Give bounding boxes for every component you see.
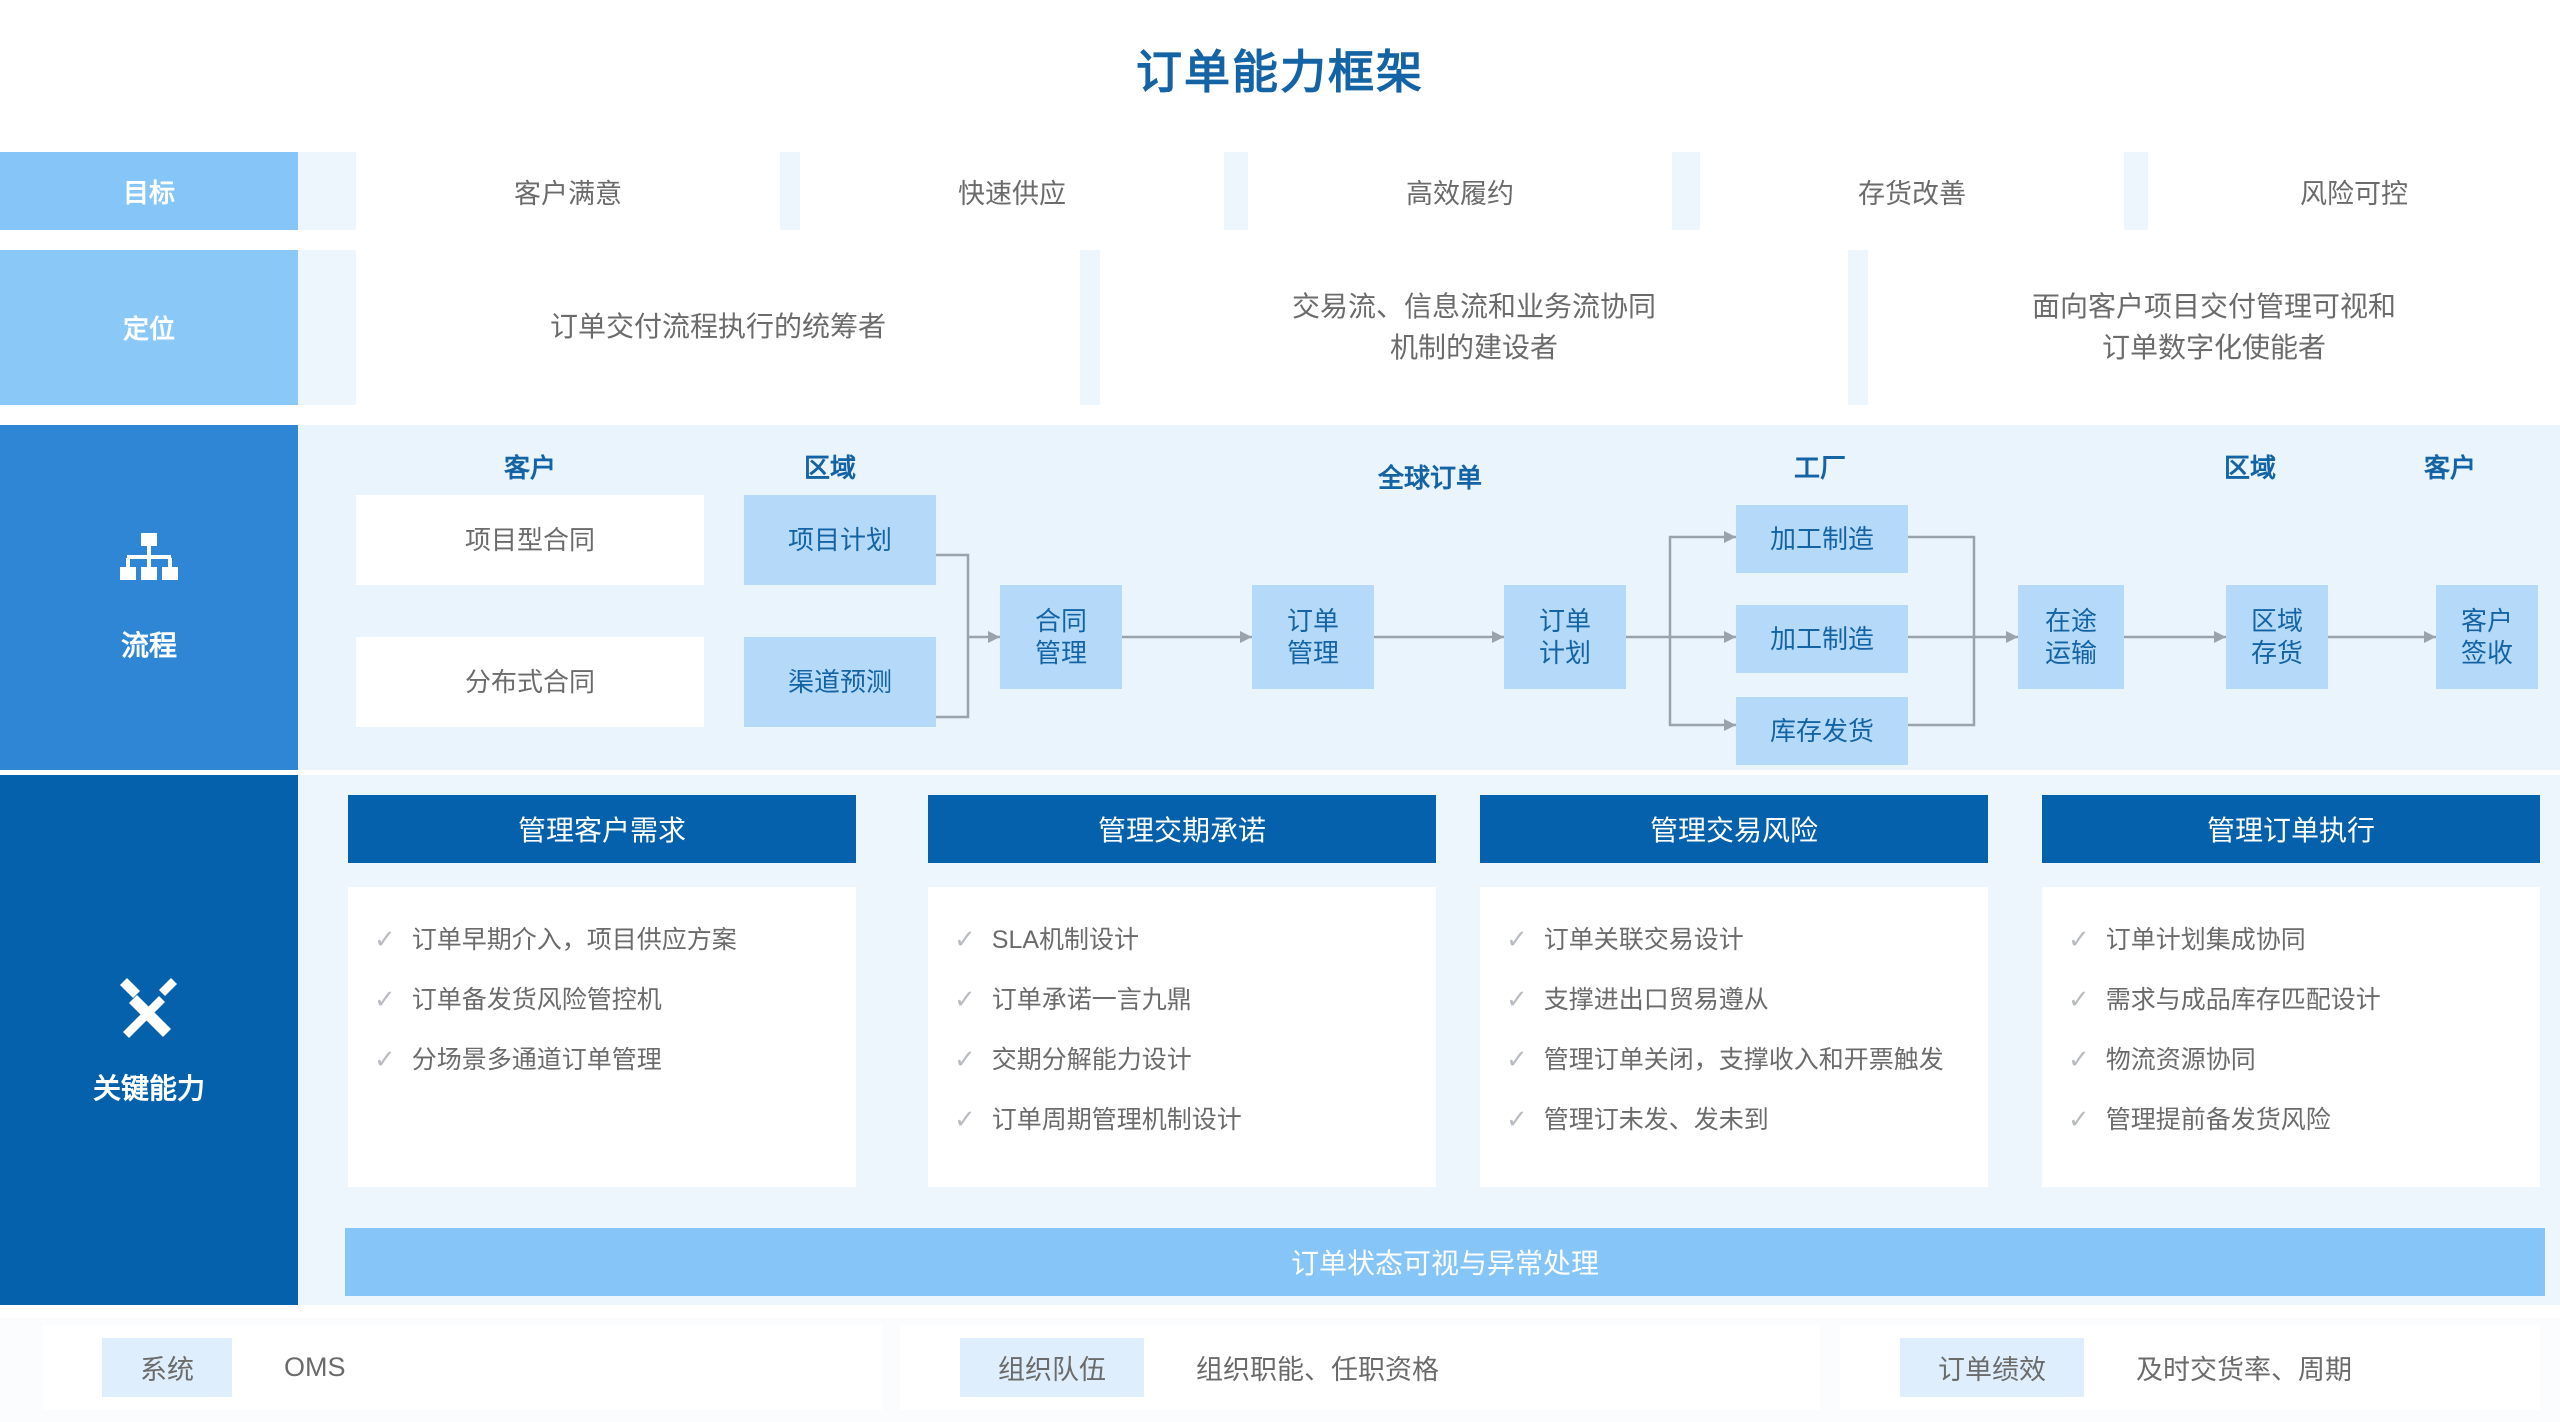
row-label-goals: 目标: [0, 152, 298, 230]
process-node-project-plan[interactable]: 项目计划: [744, 495, 936, 585]
capability-item: ✓订单早期介入，项目供应方案: [374, 924, 737, 954]
lane-head-customer-right: 客户: [2423, 453, 2476, 483]
goal-card-2[interactable]: 快速供应: [800, 152, 1224, 230]
process-node-region-stock[interactable]: 区域存货: [2226, 585, 2328, 689]
goal-label-4: 存货改善: [1858, 178, 1966, 209]
process-node-contract-management[interactable]: 合同管理: [1000, 585, 1122, 689]
lane-head-global-order: 全球订单: [1377, 463, 1482, 493]
check-icon: ✓: [2068, 1104, 2090, 1134]
footer-tag-organization: 组织队伍: [960, 1338, 1144, 1397]
row-label-process-text: 流程: [120, 630, 177, 661]
lane-head-region-left: 区域: [803, 453, 856, 483]
capability-column-2: 管理交期承诺 ✓SLA机制设计 ✓订单承诺一言九鼎 ✓交期分解能力设计 ✓订单周…: [928, 795, 1436, 1187]
goal-label-5: 风险可控: [2300, 178, 2408, 209]
capability-item: ✓交期分解能力设计: [954, 1044, 1192, 1074]
capability-item: ✓订单关联交易设计: [1506, 924, 1744, 954]
footer-value-organization: 组织职能、任职资格: [1196, 1355, 1439, 1385]
row-label-capability: 关键能力: [0, 775, 298, 1305]
row-label-goals-text: 目标: [122, 177, 175, 208]
capability-list-3: ✓订单关联交易设计 ✓支撑进出口贸易遵从 ✓管理订单关闭，支撑收入和开票触发 ✓…: [1480, 887, 1988, 1187]
positioning-label-2: 交易流、信息流和业务流协同机制的建设者: [1291, 290, 1656, 363]
capability-item: ✓SLA机制设计: [954, 924, 1140, 954]
row-label-positioning: 定位: [0, 250, 298, 405]
capability-column-3: 管理交易风险 ✓订单关联交易设计 ✓支撑进出口贸易遵从 ✓管理订单关闭，支撑收入…: [1480, 795, 1988, 1187]
check-icon: ✓: [374, 984, 396, 1014]
check-icon: ✓: [2068, 1044, 2090, 1074]
footer-card-system[interactable]: 系统 OMS: [42, 1325, 882, 1410]
capability-item: ✓分场景多通道订单管理: [374, 1044, 662, 1074]
check-icon: ✓: [954, 924, 976, 954]
order-status-visibility-bar[interactable]: 订单状态可视与异常处理: [345, 1228, 2545, 1296]
capability-title-4[interactable]: 管理订单执行: [2042, 795, 2540, 863]
capability-column-1: 管理客户需求 ✓订单早期介入，项目供应方案 ✓订单备发货风险管控机 ✓分场景多通…: [348, 795, 856, 1187]
process-node-in-transit[interactable]: 在途运输: [2018, 585, 2124, 689]
capability-title-2[interactable]: 管理交期承诺: [928, 795, 1436, 863]
goal-card-4[interactable]: 存货改善: [1700, 152, 2124, 230]
capability-title-3[interactable]: 管理交易风险: [1480, 795, 1988, 863]
check-icon: ✓: [2068, 984, 2090, 1014]
row-label-positioning-text: 定位: [122, 314, 175, 344]
capability-item: ✓管理提前备发货风险: [2068, 1104, 2331, 1134]
check-icon: ✓: [1506, 1044, 1528, 1074]
goal-label-1: 客户满意: [514, 178, 622, 209]
lane-head-customer-left: 客户: [503, 453, 556, 483]
capability-item: ✓物流资源协同: [2068, 1044, 2256, 1074]
goal-card-5[interactable]: 风险可控: [2148, 152, 2560, 230]
capability-item: ✓需求与成品库存匹配设计: [2068, 984, 2381, 1014]
process-node-manufacture-2[interactable]: 加工制造: [1736, 605, 1908, 673]
lane-head-region-right: 区域: [2223, 453, 2276, 483]
footer-tag-system: 系统: [102, 1338, 232, 1397]
process-node-manufacture-1[interactable]: 加工制造: [1736, 505, 1908, 573]
lane-head-factory: 工厂: [1793, 453, 1846, 483]
footer-value-system: OMS: [284, 1352, 346, 1382]
tools-icon: [113, 974, 185, 1049]
row-label-process: 流程: [0, 425, 298, 770]
process-node-customer-signoff[interactable]: 客户签收: [2436, 585, 2538, 689]
process-node-order-management[interactable]: 订单管理: [1252, 585, 1374, 689]
row-label-capability-text: 关键能力: [92, 1072, 205, 1104]
check-icon: ✓: [954, 1104, 976, 1134]
check-icon: ✓: [954, 984, 976, 1014]
order-status-visibility-label: 订单状态可视与异常处理: [1290, 1248, 1599, 1279]
page-title: 订单能力框架: [1136, 46, 1424, 98]
footer-value-performance: 及时交货率、周期: [2136, 1355, 2352, 1385]
footer-card-performance[interactable]: 订单绩效 及时交货率、周期: [1840, 1325, 2540, 1410]
check-icon: ✓: [1506, 984, 1528, 1014]
footer-card-organization[interactable]: 组织队伍 组织职能、任职资格: [900, 1325, 1820, 1410]
goal-label-3: 高效履约: [1406, 178, 1514, 209]
capability-item: ✓订单承诺一言九鼎: [954, 984, 1192, 1014]
process-node-order-plan[interactable]: 订单计划: [1504, 585, 1626, 689]
capability-item: ✓订单备发货风险管控机: [374, 984, 662, 1014]
org-chart-icon: [116, 531, 182, 598]
process-node-channel-forecast[interactable]: 渠道预测: [744, 637, 936, 727]
check-icon: ✓: [954, 1044, 976, 1074]
process-node-stock-shipment[interactable]: 库存发货: [1736, 697, 1908, 765]
positioning-card-2[interactable]: 交易流、信息流和业务流协同机制的建设者: [1100, 250, 1848, 405]
process-node-distributed-contract[interactable]: 分布式合同: [356, 637, 704, 727]
check-icon: ✓: [1506, 924, 1528, 954]
check-icon: ✓: [374, 924, 396, 954]
capability-list-2: ✓SLA机制设计 ✓订单承诺一言九鼎 ✓交期分解能力设计 ✓订单周期管理机制设计: [928, 887, 1436, 1187]
process-node-project-contract[interactable]: 项目型合同: [356, 495, 704, 585]
goal-label-2: 快速供应: [958, 178, 1066, 209]
capability-item: ✓订单计划集成协同: [2068, 924, 2306, 954]
capability-item: ✓支撑进出口贸易遵从: [1506, 984, 1769, 1014]
goal-card-1[interactable]: 客户满意: [356, 152, 780, 230]
positioning-label-1: 订单交付流程执行的统筹者: [549, 311, 886, 343]
capability-title-1[interactable]: 管理客户需求: [348, 795, 856, 863]
capability-item: ✓管理订单关闭，支撑收入和开票触发: [1506, 1044, 1944, 1074]
capability-list-4: ✓订单计划集成协同 ✓需求与成品库存匹配设计 ✓物流资源协同 ✓管理提前备发货风…: [2042, 887, 2540, 1187]
goal-card-3[interactable]: 高效履约: [1248, 152, 1672, 230]
capability-column-4: 管理订单执行 ✓订单计划集成协同 ✓需求与成品库存匹配设计 ✓物流资源协同 ✓管…: [2042, 795, 2540, 1187]
capability-list-1: ✓订单早期介入，项目供应方案 ✓订单备发货风险管控机 ✓分场景多通道订单管理: [348, 887, 856, 1187]
footer-tag-performance: 订单绩效: [1900, 1338, 2084, 1397]
positioning-label-3: 面向客户项目交付管理可视和订单数字化使能者: [2031, 290, 2396, 363]
positioning-card-1[interactable]: 订单交付流程执行的统筹者: [356, 250, 1080, 405]
check-icon: ✓: [2068, 924, 2090, 954]
capability-item: ✓管理订未发、发未到: [1506, 1104, 1769, 1134]
check-icon: ✓: [374, 1044, 396, 1074]
check-icon: ✓: [1506, 1104, 1528, 1134]
capability-item: ✓订单周期管理机制设计: [954, 1104, 1242, 1134]
positioning-card-3[interactable]: 面向客户项目交付管理可视和订单数字化使能者: [1868, 250, 2560, 405]
